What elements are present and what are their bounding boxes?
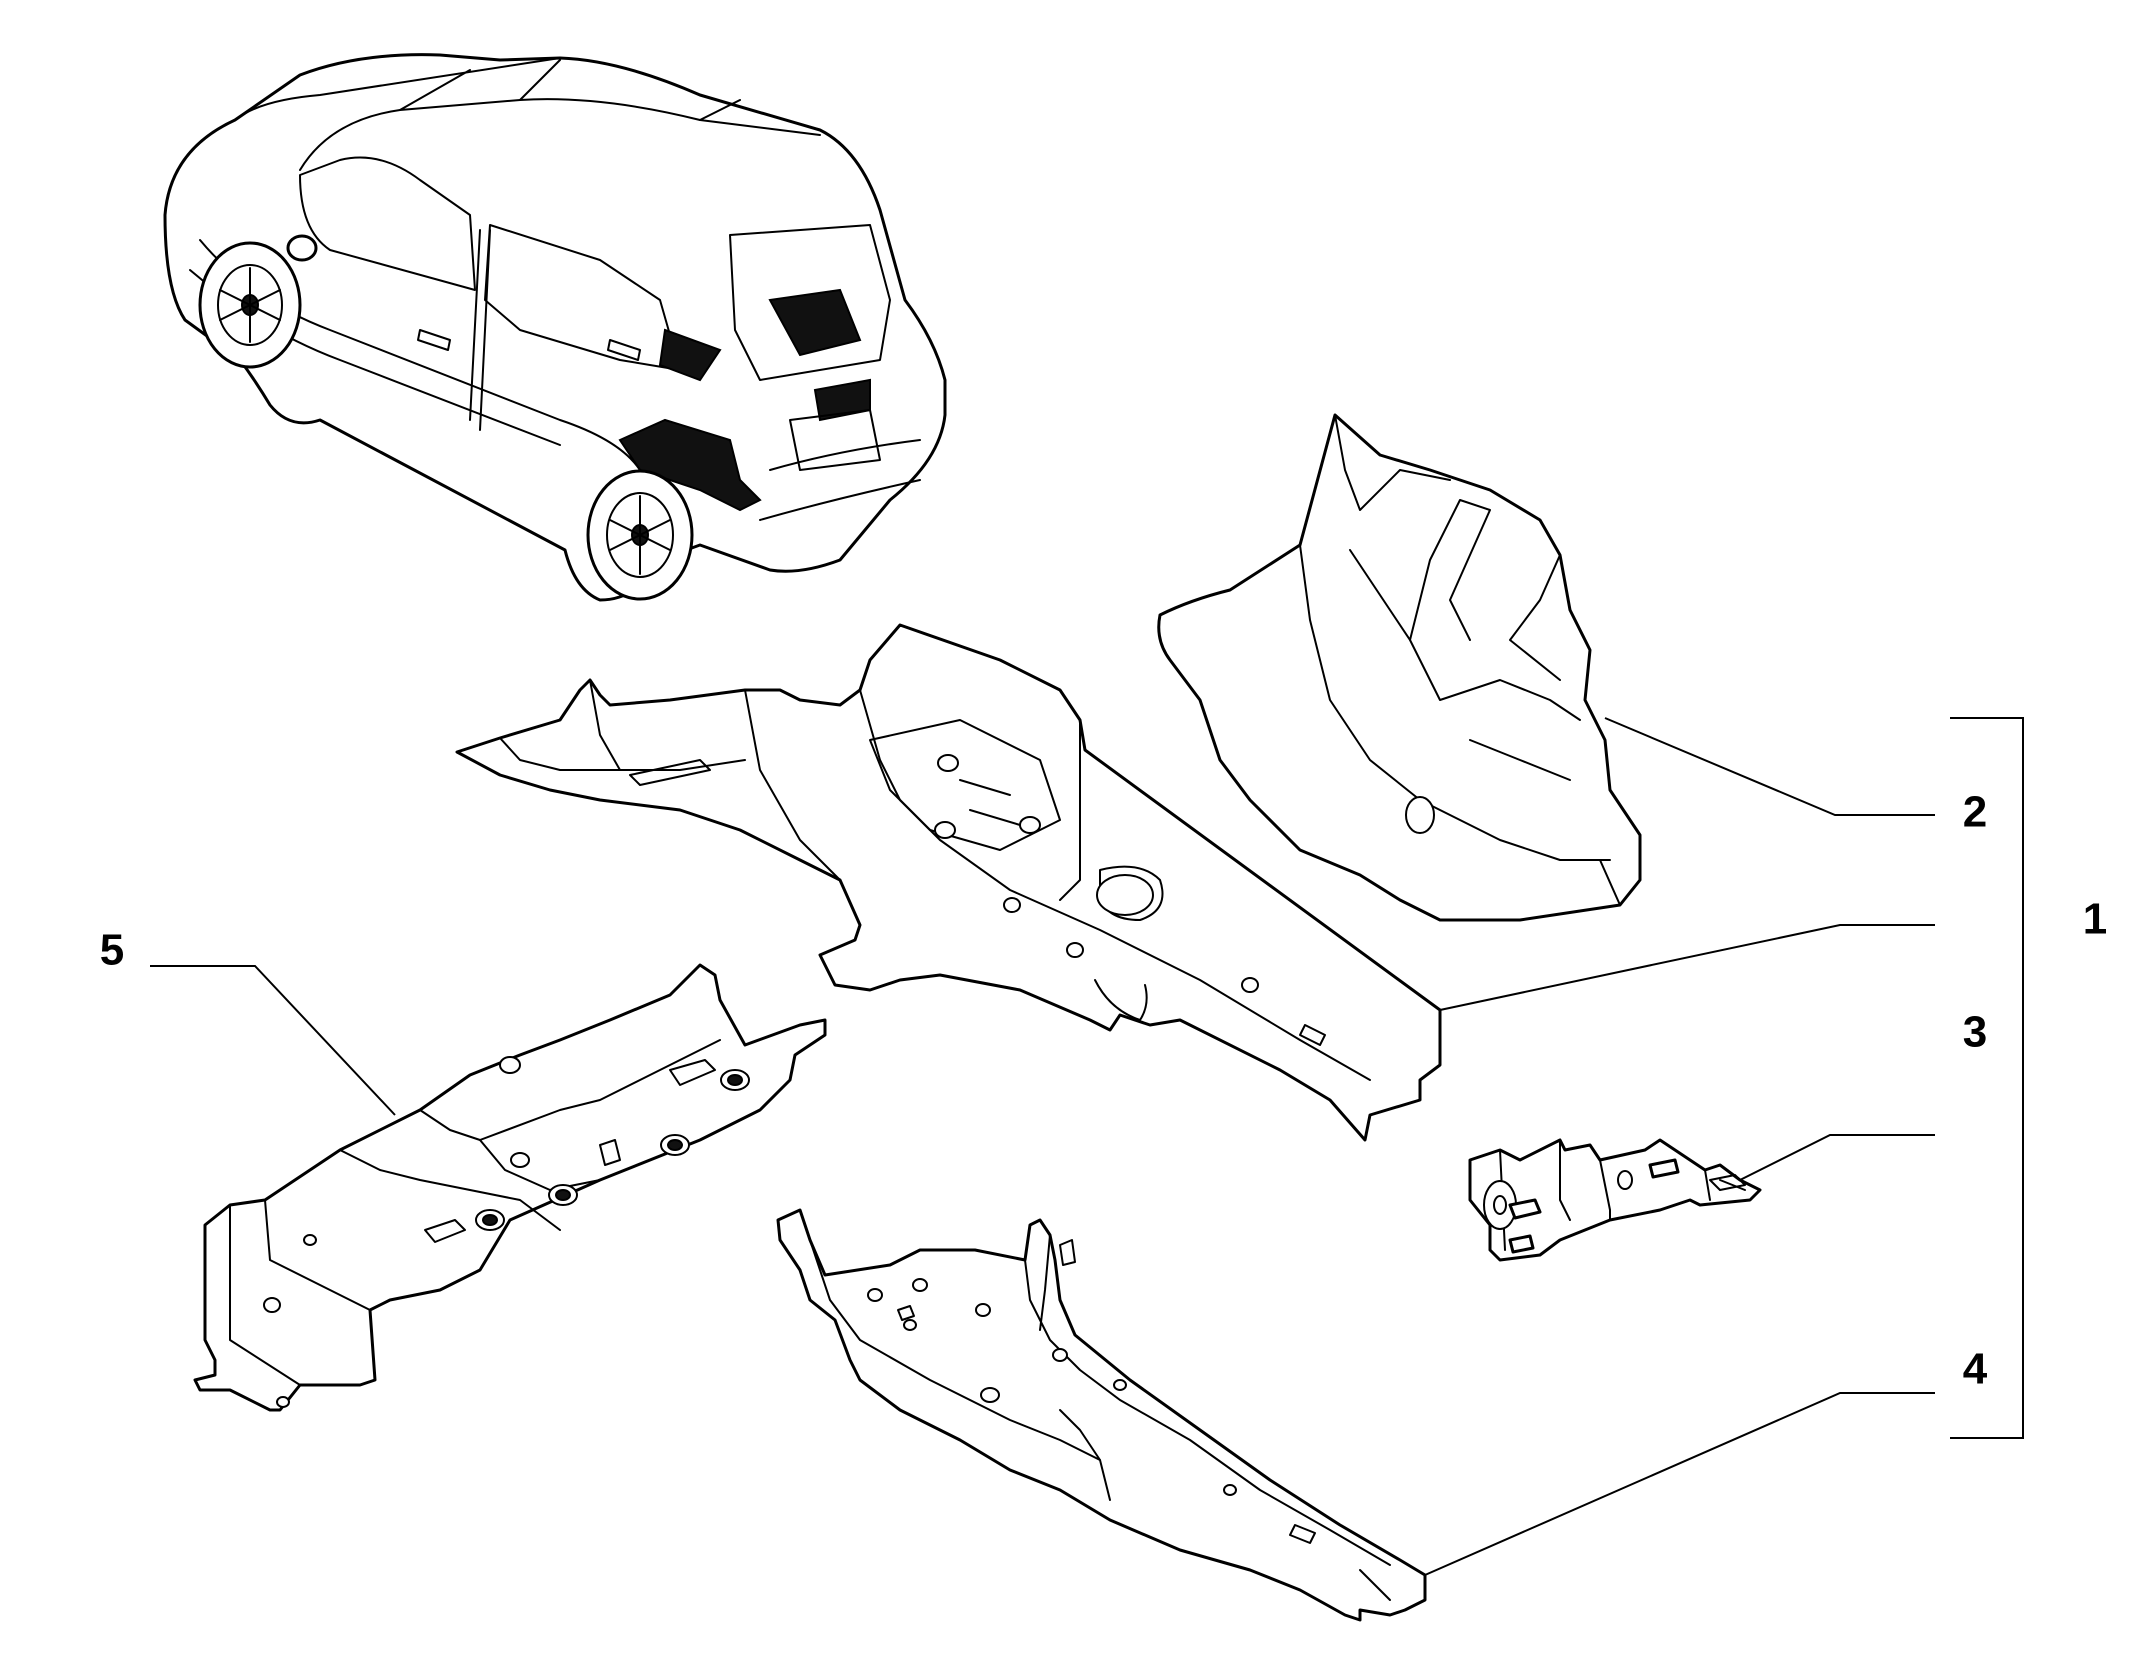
callout-number-5: 5 <box>100 926 124 975</box>
part-4-lower-longitudinal <box>776 1208 1427 1622</box>
leader-line-1 <box>1439 924 1935 1011</box>
part-2-wheelhouse-panel <box>1157 413 1642 922</box>
leader-line-5 <box>150 965 396 1116</box>
part-3-mounting-bracket <box>1468 1138 1762 1262</box>
leader-line-3 <box>1739 1134 1935 1181</box>
callout-number-4: 4 <box>1963 1345 1988 1394</box>
callout-number-1: 1 <box>2083 895 2107 944</box>
callout-number-3: 3 <box>1963 1008 1987 1057</box>
assembly-group-bracket <box>1950 717 2024 1439</box>
leader-line-4 <box>1424 1392 1935 1576</box>
part-5-floor-crossmember <box>193 963 827 1412</box>
leader-line-2 <box>1604 717 1935 816</box>
part-1-rear-side-member <box>455 623 1442 1142</box>
callout-number-2: 2 <box>1963 788 1987 837</box>
car-overview-illustration <box>163 53 947 602</box>
